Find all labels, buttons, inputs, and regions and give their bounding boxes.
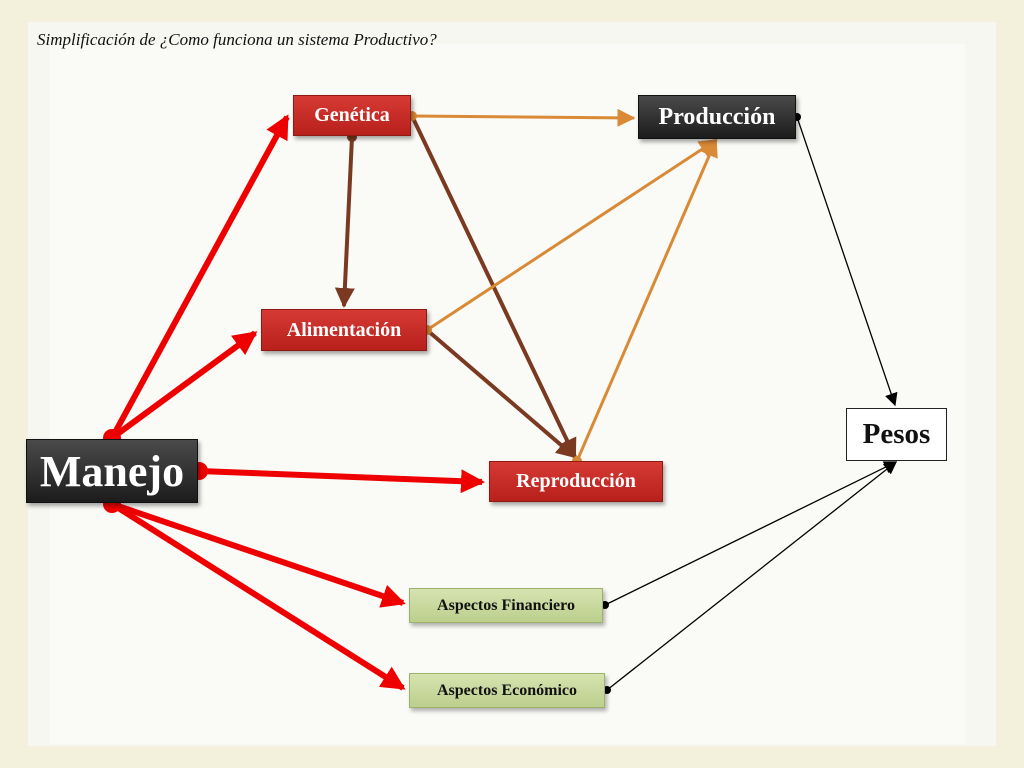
node-reproduccion: Reproducción [489, 461, 663, 502]
arrow-genetica-alimentacion [334, 136, 355, 308]
node-alimentacion: Alimentación [261, 309, 427, 351]
arrow-manejo-reproduccion [198, 468, 485, 494]
node-pesos: Pesos [846, 408, 947, 461]
node-manejo: Manejo [26, 439, 198, 503]
arrow-financiero-pesos [604, 461, 898, 606]
dot-economico-right [603, 686, 611, 694]
arrow-alimentacion-reproduccion [425, 328, 577, 459]
arrow-produccion-pesos [796, 116, 898, 407]
dot-financiero-right [601, 601, 609, 609]
node-aspectos-economico: Aspectos Económico [409, 673, 605, 708]
node-aspectos-financiero: Aspectos Financiero [409, 588, 603, 623]
arrow-alimentacion-produccion [426, 138, 718, 332]
arrow-manejo-genetica [109, 114, 290, 440]
arrow-genetica-produccion [411, 108, 636, 127]
arrow-economico-pesos [606, 461, 898, 691]
slide-title: Simplificación de ¿Como funciona un sist… [37, 30, 437, 49]
arrow-manejo-alimentacion [110, 330, 258, 441]
node-produccion: Producción [638, 95, 796, 139]
arrow-reproduccion-produccion [575, 138, 718, 462]
arrow-manejo-financiero [111, 501, 406, 608]
node-genetica: Genética [293, 95, 411, 136]
arrow-manejo-economico [110, 501, 406, 691]
